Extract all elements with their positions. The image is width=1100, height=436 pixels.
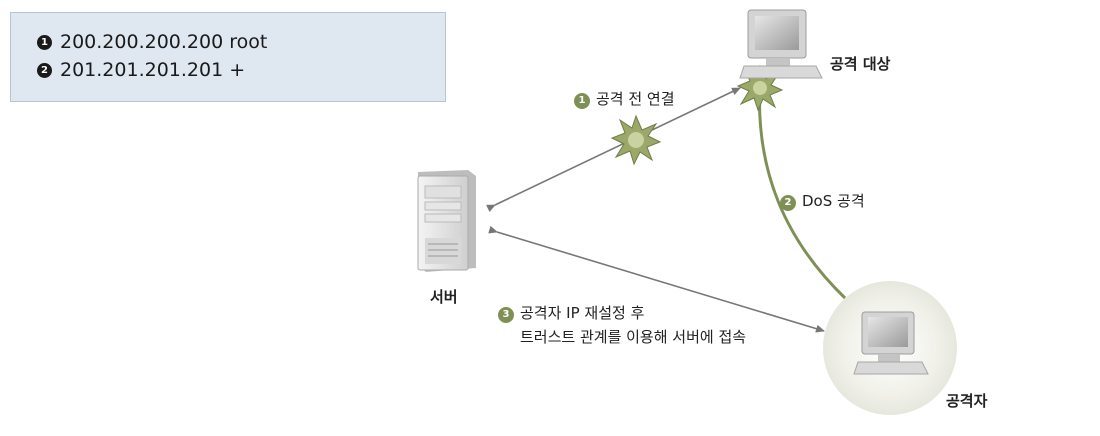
trust-list-box: 1 200.200.200.200 root 2 201.201.201.201… — [10, 12, 446, 102]
step-3-text-line1: 공격자 IP 재설정 후 — [520, 304, 645, 322]
step-1-number: 1 — [574, 92, 590, 109]
target-label: 공격 대상 — [830, 55, 891, 73]
trust-entry-1-text: 200.200.200.200 root — [60, 31, 268, 53]
number-badge-1: 1 — [37, 34, 52, 50]
step-2-text: DoS 공격 — [802, 192, 865, 210]
pre-attack-connection-arrow — [486, 87, 741, 213]
target-computer-icon — [739, 9, 823, 79]
step-2-label: 2 DoS 공격 — [780, 190, 865, 211]
step-3-number: 3 — [498, 306, 514, 323]
trust-entry-1: 1 200.200.200.200 root — [37, 31, 267, 53]
server-label: 서버 — [430, 288, 458, 306]
server-icon — [417, 170, 476, 272]
attacker-computer-icon — [853, 311, 929, 375]
step-1-label: 1 공격 전 연결 — [574, 88, 675, 109]
step-2-number: 2 — [780, 194, 796, 211]
trust-entry-2: 2 201.201.201.201 + — [37, 59, 245, 81]
connection-burst-icon — [610, 114, 662, 166]
dos-attack-arrow — [754, 80, 847, 300]
number-badge-2: 2 — [37, 62, 52, 78]
step-3-text-line2: 트러스트 관계를 이용해 서버에 접속 — [520, 328, 747, 346]
attacker-label: 공격자 — [946, 392, 988, 410]
step-1-text: 공격 전 연결 — [596, 90, 675, 108]
step-3-label: 3 공격자 IP 재설정 후 — [498, 302, 644, 323]
trust-access-arrow — [488, 225, 825, 333]
trust-entry-2-text: 201.201.201.201 + — [60, 59, 246, 81]
